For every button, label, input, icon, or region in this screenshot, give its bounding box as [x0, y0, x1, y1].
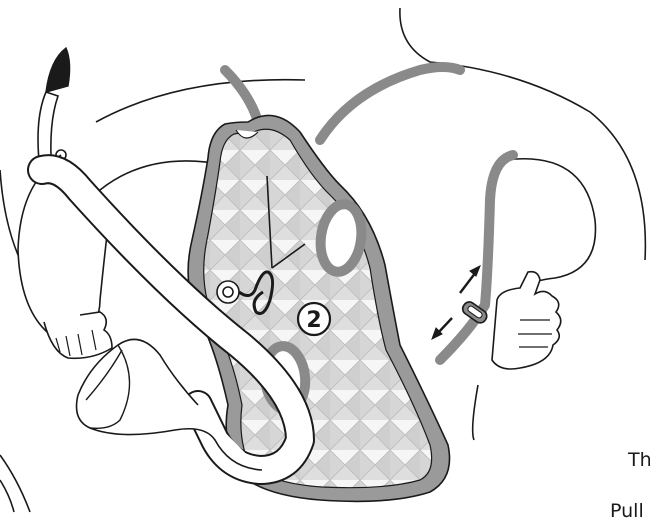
- caption-line-1: Th: [628, 449, 650, 471]
- right-arm: [492, 159, 596, 369]
- step-number: 2: [306, 308, 321, 333]
- step-number-badge: 2: [298, 303, 330, 335]
- lower-outline: [0, 455, 30, 512]
- caption-line-2: Pull: [610, 500, 644, 522]
